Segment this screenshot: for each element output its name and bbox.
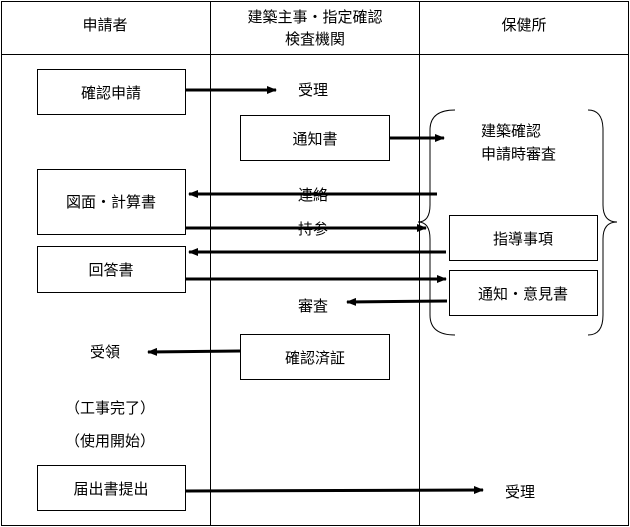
box-notification-submit-label: 届出書提出: [73, 480, 148, 498]
arrow-certificate-to-acceptance: [147, 347, 241, 356]
box-answer-label: 回答書: [88, 261, 133, 279]
brace-text-line1: 建築確認: [481, 122, 541, 140]
box-notice-opinion: 通知・意見書: [449, 270, 598, 316]
column-header-applicant: 申請者: [82, 16, 127, 34]
left-curly-brace: [417, 109, 456, 336]
label-receipt-1: 受理: [298, 81, 328, 99]
box-notification-submit: 届出書提出: [37, 465, 186, 511]
label-construction-done: （工事完了）: [65, 399, 155, 417]
box-guidance-label: 指導事項: [493, 230, 553, 248]
label-receipt-2: 受理: [505, 483, 535, 501]
brace-text-line2: 申請時審査: [481, 145, 556, 163]
box-notice-label: 通知書: [292, 130, 337, 148]
label-start-use: （使用開始）: [65, 432, 155, 450]
label-review: 審査: [298, 297, 328, 315]
right-curly-brace: [587, 109, 618, 336]
box-certificate: 確認済証: [240, 334, 390, 380]
box-notice-opinion-label: 通知・意見書: [478, 285, 568, 303]
box-answer: 回答書: [37, 246, 186, 293]
box-confirm-application: 確認申請: [37, 69, 186, 115]
arrow-notice-opinion-to-review: [346, 297, 448, 306]
box-drawings: 図面・計算書: [37, 169, 186, 235]
column-header-health-center: 保健所: [501, 16, 546, 34]
box-notice: 通知書: [240, 115, 390, 161]
label-acceptance: 受領: [90, 343, 120, 361]
box-certificate-label: 確認済証: [285, 349, 345, 367]
arrow-submit-to-receipt: [185, 486, 484, 495]
box-guidance: 指導事項: [449, 215, 598, 261]
column-header-agency-line1: 建築主事・指定確認: [247, 8, 382, 26]
box-confirm-application-label: 確認申請: [81, 84, 141, 102]
box-drawings-label: 図面・計算書: [66, 193, 156, 211]
column-header-agency-line2: 検査機関: [285, 30, 345, 48]
